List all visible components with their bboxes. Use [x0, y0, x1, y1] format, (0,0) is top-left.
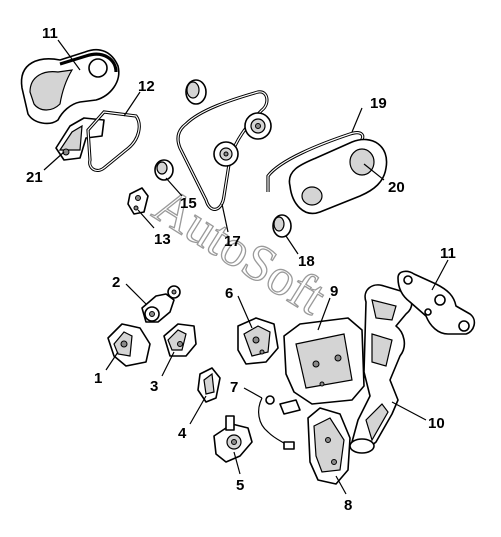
callout-1: 1	[94, 370, 102, 387]
part-10-exhaust-manifold	[349, 284, 413, 454]
part-19-belt	[266, 131, 365, 192]
part-2-mount	[141, 285, 181, 323]
part-1-bracket	[107, 323, 151, 367]
callout-15: 15	[180, 195, 197, 212]
callout-21: 21	[26, 169, 43, 186]
callout-14: 13	[154, 231, 171, 248]
callout-8: 8	[344, 497, 352, 514]
callout-12: 11	[42, 25, 58, 42]
part-12-timing-cover	[20, 48, 120, 125]
callout-labels: 11 12 21 19 20 15 13 17 18 11 2 6 9 10 1…	[26, 25, 456, 514]
camshaft-pulley	[244, 112, 272, 140]
part-11-gasket	[397, 270, 476, 335]
part-6-heat-shield	[237, 317, 279, 365]
callout-6: 6	[225, 285, 233, 302]
callout-10: 10	[428, 415, 445, 432]
part-17-timing-belt	[176, 90, 269, 211]
part-8-heat-shield	[307, 407, 351, 485]
part-20-cover	[288, 138, 388, 215]
callout-7: 7	[230, 379, 238, 396]
part-7-oxygen-sensor	[258, 395, 301, 450]
leader-lines	[43, 39, 449, 495]
callout-2: 2	[112, 274, 120, 291]
callout-11: 11	[440, 245, 456, 262]
part-18-roller	[272, 214, 292, 238]
part-5-mount	[213, 415, 253, 463]
tensioner-pulley	[213, 141, 239, 167]
callout-5: 5	[236, 477, 244, 494]
part-15-roller	[154, 159, 174, 181]
idler-roller-top	[185, 79, 207, 105]
callout-20: 20	[388, 179, 405, 196]
part-13-belt	[86, 110, 141, 173]
callout-9: 9	[330, 283, 338, 300]
part-14-small-bracket	[127, 187, 149, 215]
callout-19: 19	[370, 95, 387, 112]
callout-18: 18	[298, 253, 315, 270]
callout-17: 17	[224, 233, 241, 250]
part-9-heat-shield	[283, 317, 365, 405]
callout-13: 12	[138, 78, 155, 95]
part-4-bracket	[197, 367, 221, 403]
callout-4: 4	[178, 425, 187, 442]
part-21-cover-bracket	[55, 117, 105, 161]
part-3-bracket	[163, 323, 197, 357]
callout-3: 3	[150, 378, 158, 395]
